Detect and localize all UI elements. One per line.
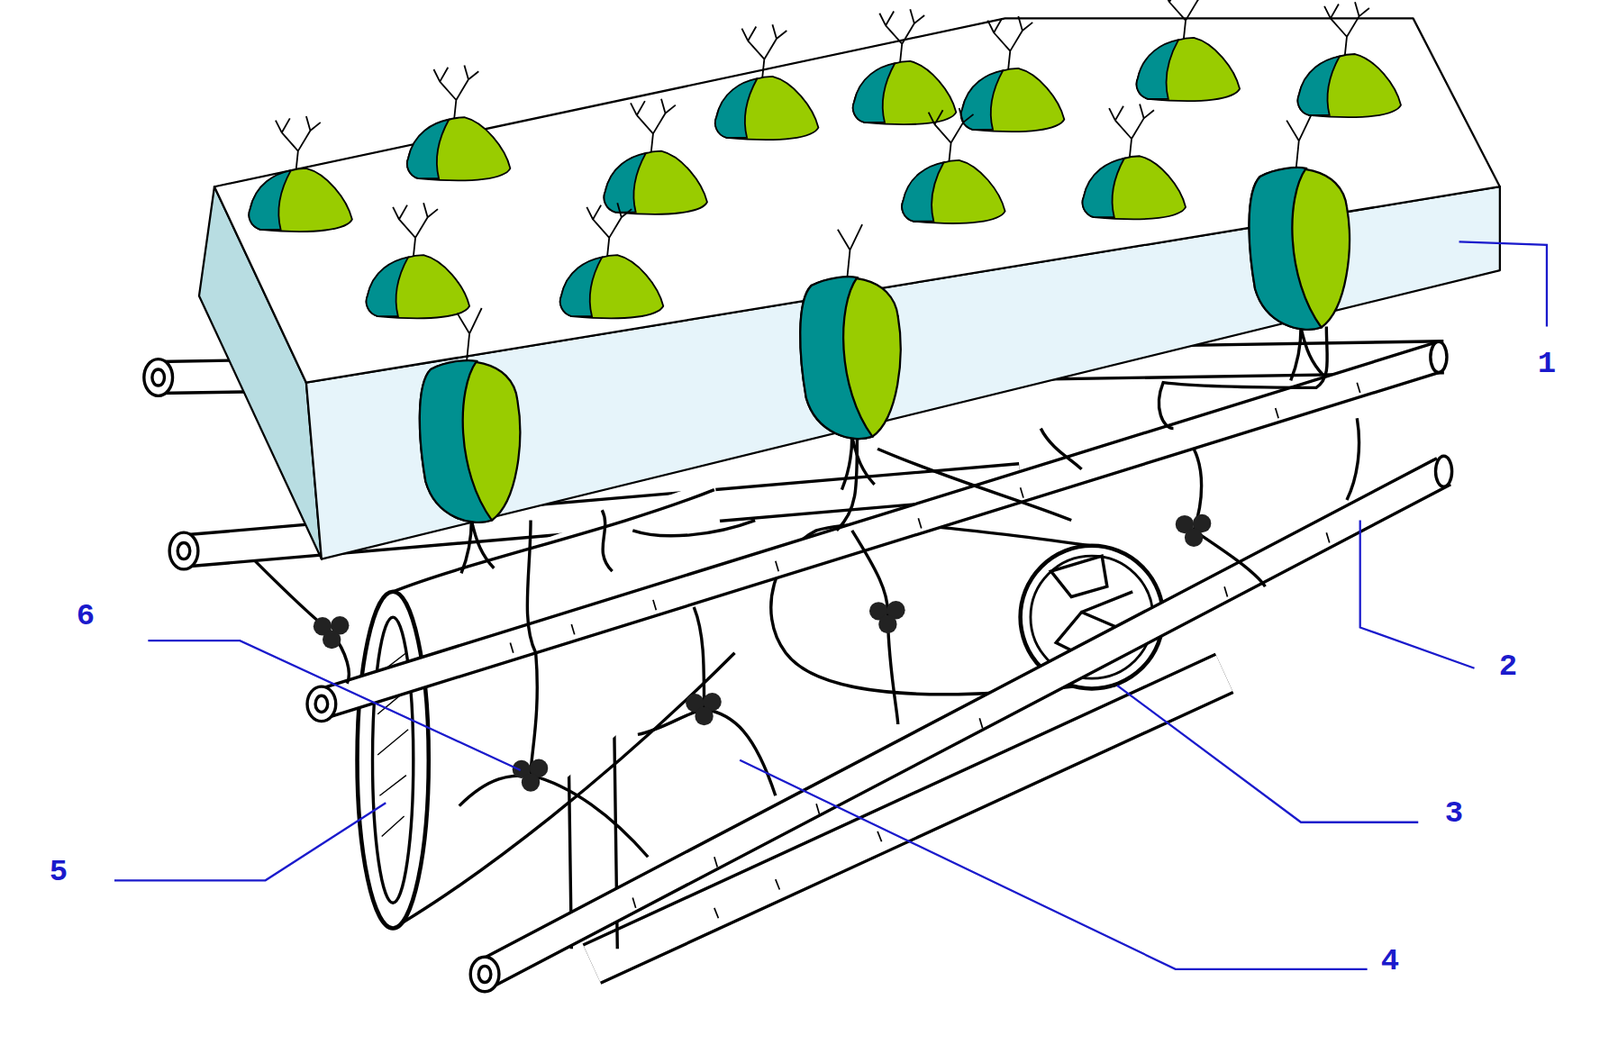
callout-number: 2	[1496, 649, 1520, 684]
callout-number: 1	[1535, 346, 1559, 382]
ganglia	[313, 514, 1212, 792]
callout-number: 4	[1378, 944, 1402, 979]
callout-number: 6	[73, 599, 98, 634]
leader-lines	[114, 241, 1547, 969]
epithelial-cells	[248, 0, 1401, 573]
callout-number: 3	[1442, 796, 1466, 831]
callout-number: 5	[46, 854, 71, 890]
